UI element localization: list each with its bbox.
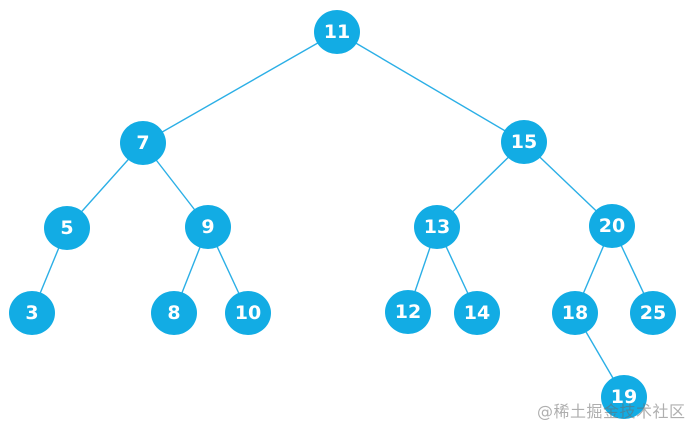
tree-node-10: 10	[225, 291, 271, 335]
tree-node-20: 20	[589, 204, 635, 248]
tree-node-7: 7	[120, 121, 166, 165]
tree-node-11: 11	[314, 10, 360, 54]
tree-node-13: 13	[414, 205, 460, 249]
edge-11-7	[142, 31, 338, 144]
tree-node-9: 9	[185, 205, 231, 249]
tree-node-3: 3	[9, 291, 55, 335]
edge-11-15	[336, 31, 525, 143]
tree-node-18: 18	[552, 291, 598, 335]
tree-node-25: 25	[630, 291, 676, 335]
tree-node-15: 15	[501, 120, 547, 164]
tree-node-12: 12	[385, 290, 431, 334]
tree-node-14: 14	[454, 291, 500, 335]
watermark-text: @稀土掘金技术社区	[537, 402, 685, 421]
tree-node-5: 5	[44, 206, 90, 250]
tree-node-19: 19	[601, 375, 647, 419]
tree-node-8: 8	[151, 291, 197, 335]
